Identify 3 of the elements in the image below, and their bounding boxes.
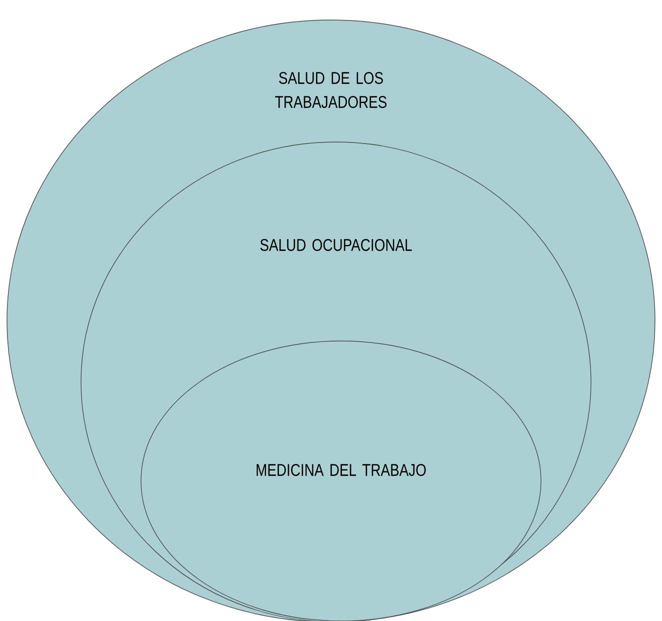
ellipse-label: SALUD OCUPACIONAL	[260, 238, 412, 252]
ellipse-label: SALUD DE LOS TRABAJADORES	[275, 72, 387, 108]
ellipse-label: MEDICINA DEL TRABAJO	[256, 464, 426, 476]
